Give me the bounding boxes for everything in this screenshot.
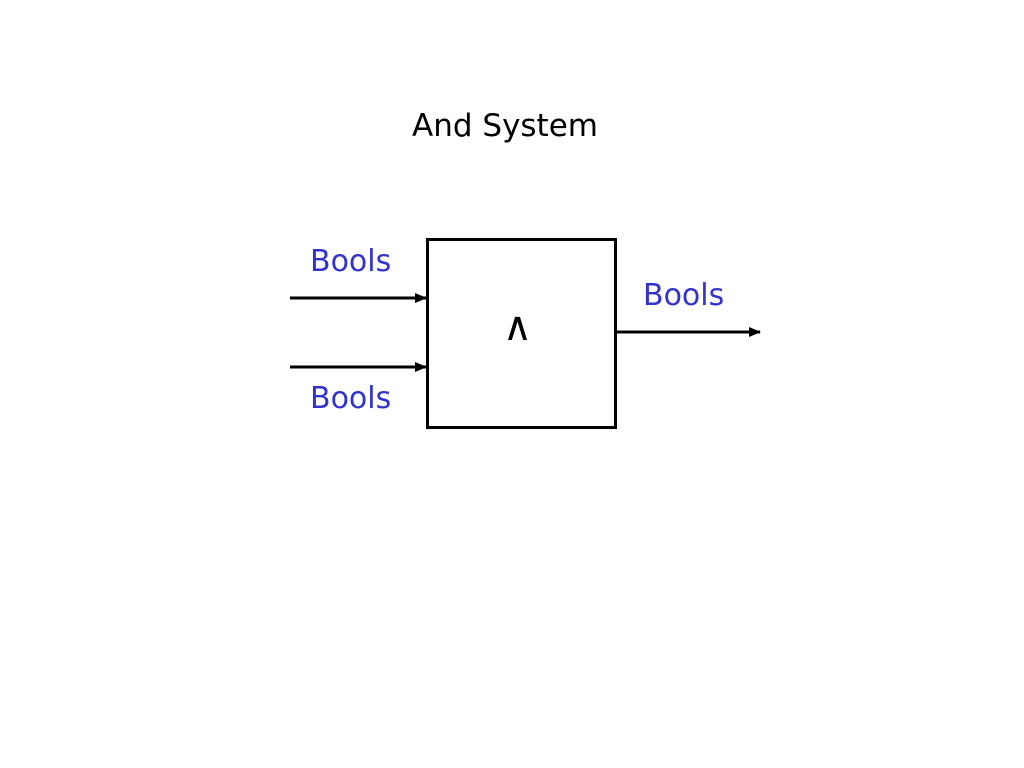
diagram-title: And System <box>412 108 598 144</box>
and-operator-symbol: ∧ <box>502 304 533 350</box>
input-label-top: Bools <box>310 244 392 279</box>
and-system-block: ∧ <box>426 238 617 429</box>
output-label: Bools <box>643 278 725 313</box>
input-label-bottom: Bools <box>310 381 392 416</box>
